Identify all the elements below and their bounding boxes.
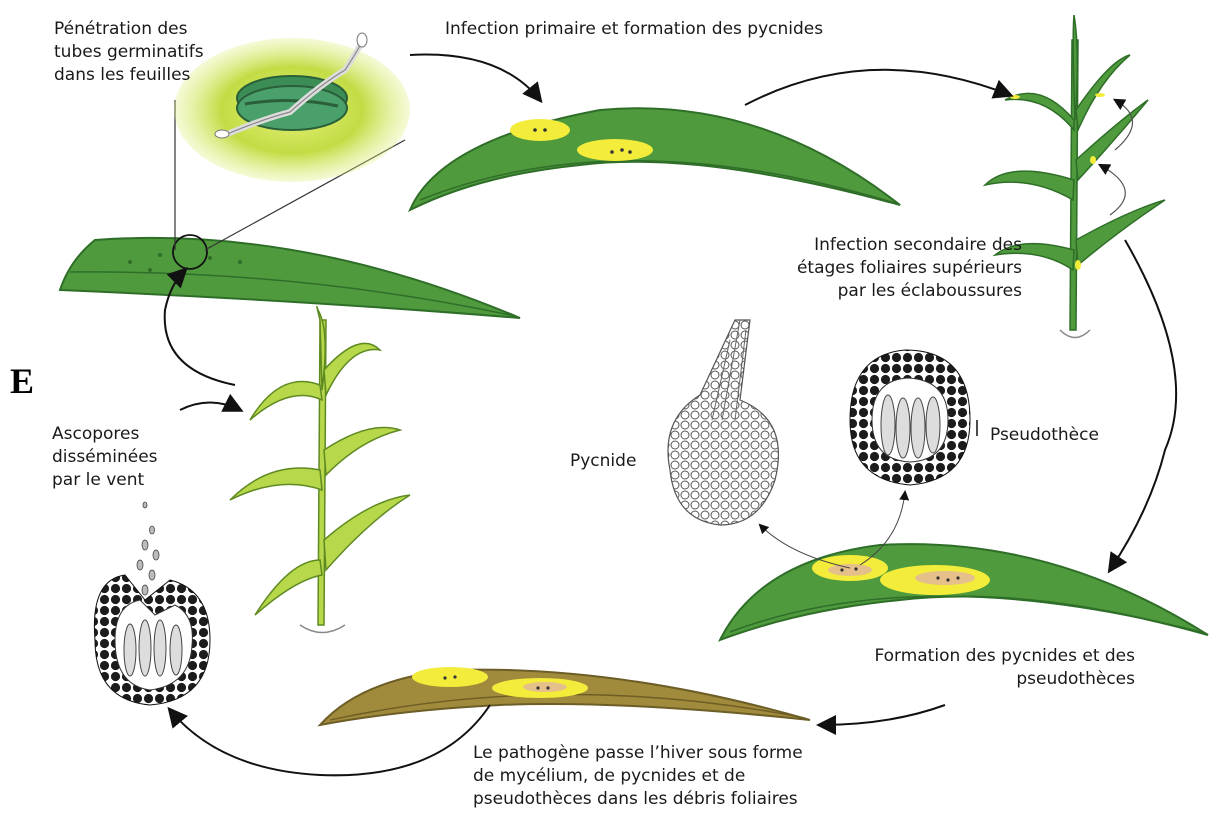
label-penetration: Pénétration des tubes germinatifs dans l… (54, 18, 204, 87)
young-wheat-plant (230, 307, 410, 633)
debris-leaf (320, 667, 810, 725)
pseudotheque-illustration (850, 350, 970, 485)
label-secondary-infection: Infection secondaire des étages foliaire… (760, 234, 1022, 303)
label-pseudotheque: Pseudothèce (990, 424, 1099, 447)
pycnide-illustration (668, 320, 778, 525)
panel-letter: E (10, 360, 34, 402)
ascospore-release-pseudotheque (94, 502, 210, 705)
formation-leaf (720, 544, 1208, 640)
label-overwinter: Le pathogène passe l’hiver sous forme de… (473, 742, 803, 811)
label-ascospores: Ascopores disséminées par le vent (52, 423, 158, 492)
label-pycnide: Pycnide (570, 450, 636, 473)
stomata-penetration-zoom (174, 33, 410, 182)
label-primary-infection: Infection primaire et formation des pycn… (445, 18, 823, 41)
label-formation: Formation des pycnides et des pseudothèc… (835, 645, 1135, 691)
primary-infection-leaf (410, 108, 900, 210)
infected-leaf-left (60, 235, 520, 318)
